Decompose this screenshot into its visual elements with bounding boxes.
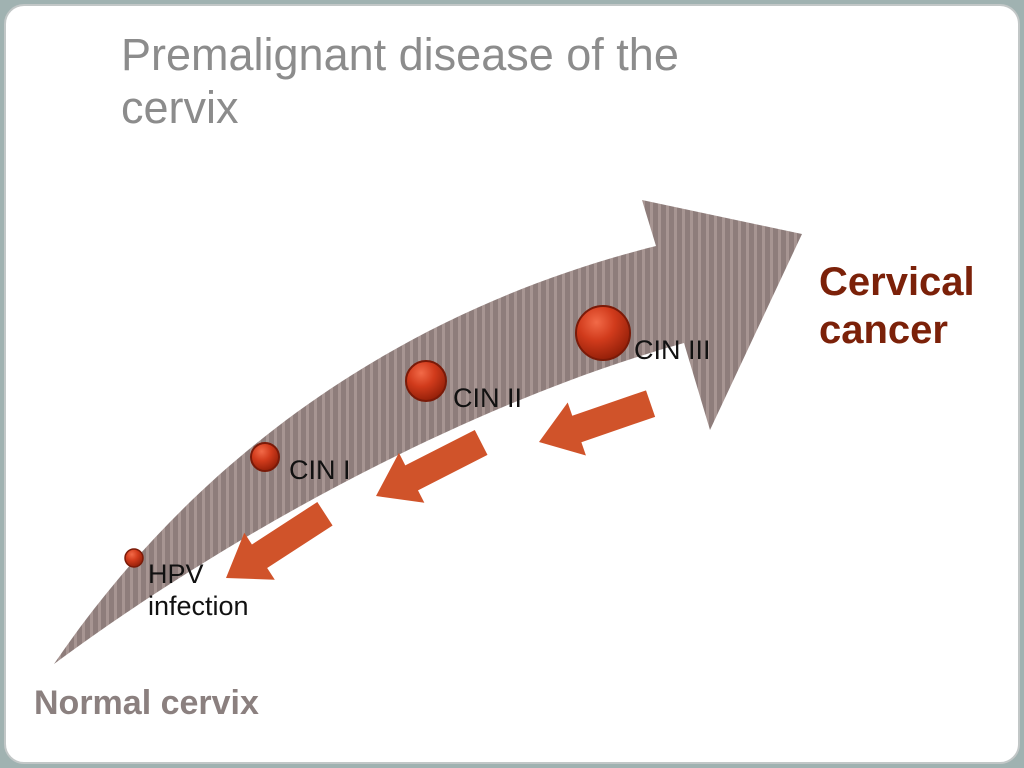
- stage-label-cin-1: CIN I: [289, 455, 351, 485]
- diagram-canvas: [54, 200, 802, 664]
- hpv-dot: [124, 548, 144, 568]
- regression-arrow-low: [226, 501, 333, 580]
- cervical-cancer-label: Cervical cancer: [819, 260, 975, 352]
- cin1-dot: [250, 442, 280, 472]
- slide: Premalignant disease of the cervix HPV i…: [4, 4, 1020, 764]
- regression-arrow-mid: [376, 429, 488, 503]
- cin3-dot: [575, 305, 631, 361]
- stage-label-hpv-infection: HPV infection: [148, 559, 249, 622]
- cin2-dot: [405, 360, 447, 402]
- regression-arrow-high: [539, 390, 656, 456]
- slide-title: Premalignant disease of the cervix: [121, 29, 679, 134]
- stage-label-cin-2: CIN II: [453, 383, 523, 413]
- stage-label-cin-3: CIN III: [634, 335, 711, 365]
- normal-cervix-label: Normal cervix: [34, 684, 259, 722]
